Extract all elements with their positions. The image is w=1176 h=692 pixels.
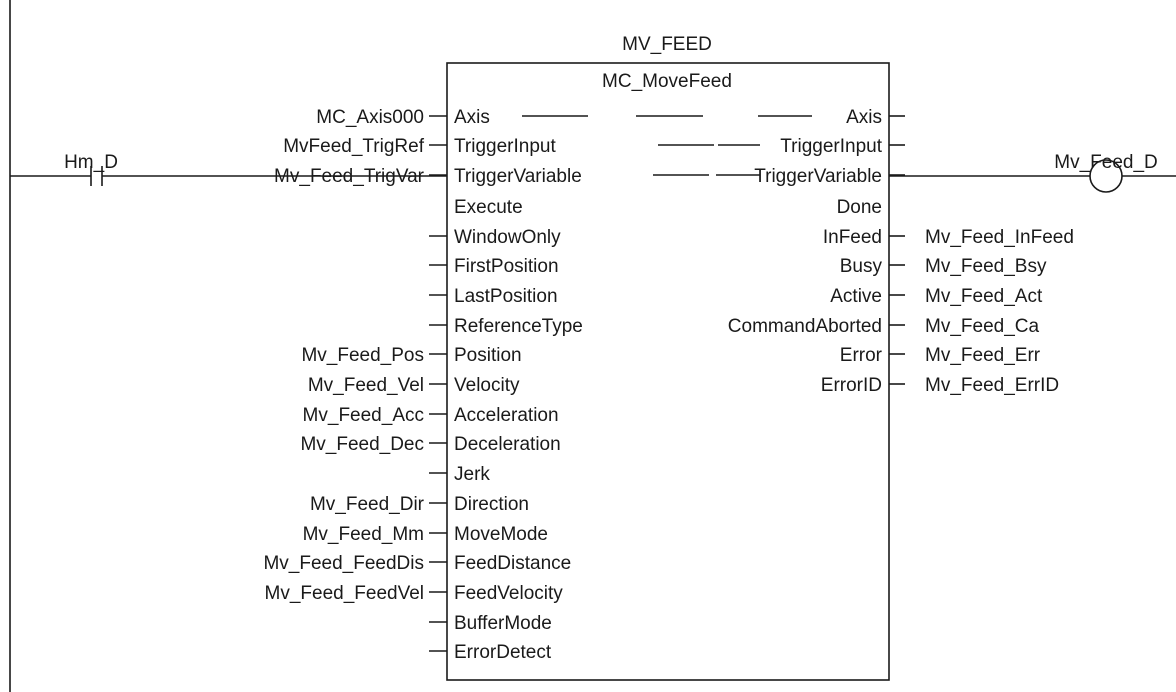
input-variable-axis[interactable]: MC_Axis000 — [316, 107, 424, 128]
input-pin-feed-velocity: FeedVelocity — [454, 583, 563, 604]
input-pin-deceleration: Deceleration — [454, 434, 561, 455]
coil-mv-feed-d[interactable]: Mv_Feed_D — [889, 152, 1176, 193]
input-pin-position: Position — [454, 345, 522, 366]
output-variable-active[interactable]: Mv_Feed_Act — [925, 286, 1043, 307]
output-variable-in-feed[interactable]: Mv_Feed_InFeed — [925, 227, 1074, 248]
input-pin-first-position: FirstPosition — [454, 256, 559, 277]
contact-label: Hm_D — [64, 152, 118, 173]
output-pin-done: Done — [837, 197, 882, 218]
input-pin-velocity: Velocity — [454, 375, 520, 396]
function-block-type: MC_MoveFeed — [602, 71, 732, 92]
input-variable-acceleration[interactable]: Mv_Feed_Acc — [303, 405, 424, 426]
input-pin-acceleration: Acceleration — [454, 405, 559, 426]
instance-name: MV_FEED — [622, 34, 712, 55]
output-pin-in-feed: InFeed — [823, 227, 882, 248]
input-variable-deceleration[interactable]: Mv_Feed_Dec — [300, 434, 424, 455]
output-variable-error[interactable]: Mv_Feed_Err — [925, 345, 1041, 366]
input-variable-direction[interactable]: Mv_Feed_Dir — [310, 494, 425, 515]
input-variable-feed-velocity[interactable]: Mv_Feed_FeedVel — [265, 583, 425, 604]
output-variable-busy[interactable]: Mv_Feed_Bsy — [925, 256, 1047, 277]
input-variable-velocity[interactable]: Mv_Feed_Vel — [308, 375, 424, 396]
output-pins: AxisTriggerInputTriggerVariableDoneInFee… — [728, 107, 1074, 396]
input-variable-feed-distance[interactable]: Mv_Feed_FeedDis — [263, 553, 424, 574]
output-variable-error-id[interactable]: Mv_Feed_ErrID — [925, 375, 1059, 396]
input-pin-window-only: WindowOnly — [454, 227, 561, 248]
input-variable-position[interactable]: Mv_Feed_Pos — [301, 345, 424, 366]
coil-label: Mv_Feed_D — [1054, 152, 1158, 173]
contact-hm-d[interactable]: Hm_D — [64, 152, 118, 186]
output-variable-command-aborted[interactable]: Mv_Feed_Ca — [925, 316, 1039, 337]
input-pin-reference-type: ReferenceType — [454, 316, 583, 337]
input-pin-feed-distance: FeedDistance — [454, 553, 571, 574]
input-variable-move-mode[interactable]: Mv_Feed_Mm — [303, 524, 424, 545]
input-pin-trigger-variable: TriggerVariable — [454, 166, 582, 187]
input-variable-trigger-input[interactable]: MvFeed_TrigRef — [283, 136, 425, 157]
function-block-box — [446, 62, 890, 681]
input-pin-last-position: LastPosition — [454, 286, 558, 307]
input-pin-execute: Execute — [454, 197, 523, 218]
output-pin-trigger-variable: TriggerVariable — [754, 166, 882, 187]
output-pin-busy: Busy — [840, 256, 883, 277]
output-pin-command-aborted: CommandAborted — [728, 316, 882, 337]
input-pin-jerk: Jerk — [454, 464, 490, 485]
input-pin-error-detect: ErrorDetect — [454, 642, 552, 663]
output-pin-error: Error — [840, 345, 883, 366]
input-pin-buffer-mode: BufferMode — [454, 613, 552, 634]
input-pin-trigger-input: TriggerInput — [454, 136, 556, 157]
output-pin-trigger-input: TriggerInput — [780, 136, 882, 157]
output-pin-active: Active — [830, 286, 882, 307]
output-pin-error-id: ErrorID — [821, 375, 882, 396]
input-pin-direction: Direction — [454, 494, 529, 515]
input-pin-axis: Axis — [454, 107, 490, 128]
input-pin-move-mode: MoveMode — [454, 524, 548, 545]
output-pin-axis: Axis — [846, 107, 882, 128]
